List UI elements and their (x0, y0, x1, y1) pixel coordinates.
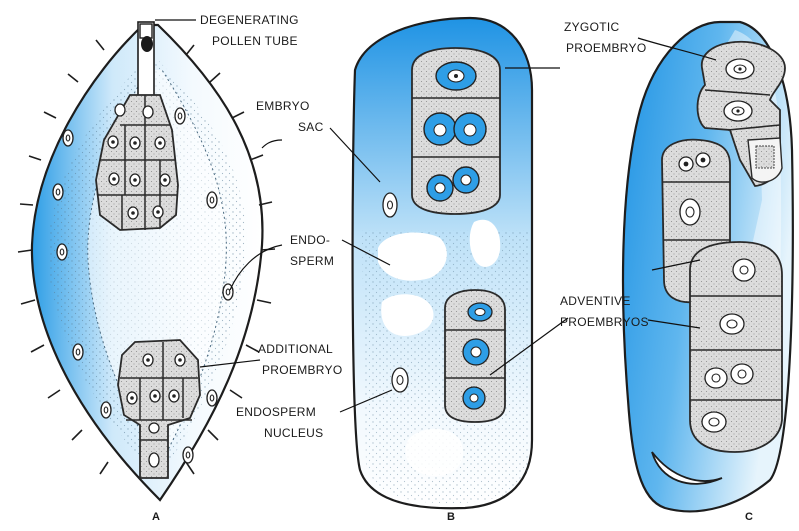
panel-b-nucleolus-1 (388, 201, 393, 209)
label-proembryo-a: PROEMBRYO (262, 363, 343, 377)
panel-label-c: C (745, 511, 753, 523)
label-additional: ADDITIONAL (258, 342, 333, 356)
panel-b-adventive-proembryo (445, 290, 505, 422)
panel-c-adventive-proembryo-lower (690, 242, 782, 452)
panel-b-zygotic-proembryo (412, 48, 500, 214)
label-endosperm-nucleus-2: NUCLEUS (264, 426, 323, 440)
label-sperm: SPERM (290, 254, 334, 268)
label-pollen-tube: POLLEN TUBE (212, 34, 298, 48)
panel-b (353, 18, 532, 508)
label-endo: ENDO- (290, 233, 330, 247)
label-sac: SAC (298, 120, 324, 134)
panel-label-a: A (152, 511, 160, 523)
panel-b-vacuole-1 (378, 233, 447, 281)
label-proembryo-zygotic: PROEMBRYO (566, 41, 647, 55)
panel-label-b: B (447, 511, 455, 523)
label-endosperm-nucleus-1: ENDOSPERM (236, 405, 316, 419)
label-adventive: ADVENTIVE (560, 294, 631, 308)
pollen-tube-tip (140, 24, 152, 38)
panel-a (18, 22, 275, 500)
label-degenerating: DEGENERATING (200, 13, 299, 27)
degenerating-nucleus (141, 36, 153, 52)
endosperm-nucleolus (397, 376, 403, 385)
label-embryo: EMBRYO (256, 99, 310, 113)
label-proembryos: PROEMBRYOS (560, 315, 649, 329)
panel-c (623, 22, 793, 511)
label-zygotic: ZYGOTIC (564, 20, 619, 34)
